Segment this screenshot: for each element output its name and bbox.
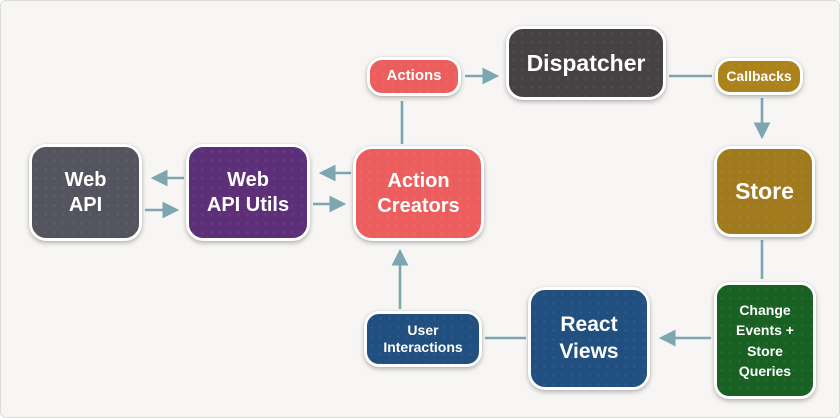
node-action-creators: Action Creators [353,146,484,241]
node-store: Store [714,146,815,237]
node-web-api-utils: Web API Utils [186,144,310,241]
node-change-events: Change Events + Store Queries [714,282,816,399]
node-dispatcher: Dispatcher [506,26,666,100]
node-react-views: React Views [528,287,650,390]
node-web-api: Web API [29,144,142,241]
node-callbacks: Callbacks [715,58,803,95]
node-user-interactions: User Interactions [364,311,482,367]
node-actions: Actions [367,57,461,96]
